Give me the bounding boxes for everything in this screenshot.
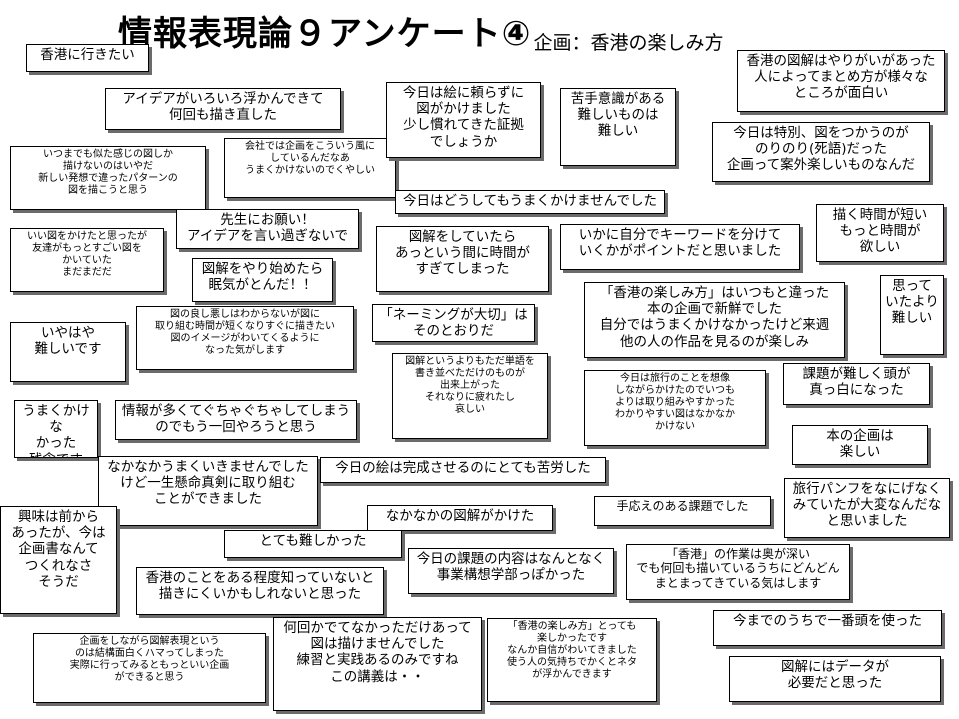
comment-card: 旅行パンフをなにげなく みていたが大変なんだな と思いました (784, 478, 950, 538)
comment-card: 「ネーミングが大切」は そのとおりだ (372, 304, 535, 342)
comment-card: いい図をかけたと思ったが 友達がもっとすごい図を かいていた まだまだだ (10, 228, 164, 292)
comment-card: 何回かでてなかっただけあって 図は描けませんでした 練習と実践あるのみですね こ… (273, 617, 482, 711)
comment-card: 図の良し悪しはわからないが図に 取り組む時間が短くなりすぐに描きたい 図のイメー… (136, 306, 354, 370)
comment-card: 香港に行きたい (26, 44, 149, 72)
comment-card: 会社では企画をこういう風に しているんだなあ うまくかけないのでくやしい (224, 138, 396, 198)
comment-card: 図解をしていたら あっという間に時間が すぎてしまった (376, 226, 549, 292)
comment-card: 香港のことをある程度知っていないと 描きにくいかもしれないと思った (136, 567, 384, 615)
comment-card: 描く時間が短い もっと時間が 欲しい (816, 204, 944, 262)
comment-card: なかなかの図解がかけた (367, 505, 553, 531)
comment-card: 図解にはデータが 必要だと思った (729, 656, 941, 702)
comment-card: 興味は前から あったが、今は 企画書なんて つくれなさ そうだ (0, 506, 117, 614)
comment-card: 「香港」の作業は奥が深い でも何回も描いているうちにどんどん まとまってきている… (626, 544, 850, 600)
comment-card: 課題が難しく頭が 真っ白になった (783, 363, 930, 405)
comment-card: 「香港の楽しみ方」はいつもと違った 本の企画で新鮮でした 自分ではうまくかけなか… (584, 282, 845, 358)
comment-card: 情報が多くてぐちゃぐちゃしてしまう のでもう一回やろうと思う (115, 400, 357, 440)
comment-card: 今日の課題の内容はなんとなく 事業構想学部っぽかった (408, 548, 614, 594)
comment-card: 今日の絵は完成させるのにとても苦労した (320, 457, 606, 483)
comment-card: なかなかうまくいきませんでした けど一生懸命真剣に取り組む ことができました (98, 456, 318, 526)
comment-card: 今日は絵に頼らずに 図がかけました 少し慣れてきた証拠 でしょうか (386, 82, 541, 158)
comment-card: 今日は特別、図をつかうのが のりのり(死語)だった 企画って案外楽しいものなんだ (712, 122, 930, 182)
comment-card: いやはや 難しいです (10, 322, 126, 382)
comment-card: 思って いたより 難しい (880, 275, 944, 355)
comment-card: 今日は旅行のことを想像 しながらかけたのでいつも よりは取り組みやすかった わか… (584, 370, 766, 446)
title-main: 情報表現論９アンケート④ (118, 14, 532, 54)
comment-card: いつまでも似た感じの図しか 描けないのはいやだ 新しい発想で違ったパターンの 図… (10, 146, 206, 210)
comment-card: 図解というよりもただ単語を 書き並べただけのものが 出来上がった それなりに疲れ… (392, 353, 548, 439)
title-subtitle: 企画：香港の楽しみ方 (533, 32, 724, 54)
comment-card: 図解をやり始めたら 眠気がとんだ！！ (192, 258, 333, 302)
comment-card: とても難しかった (224, 530, 402, 558)
comment-card: 先生にお願い！ アイデアを言い過ぎないで (176, 209, 359, 249)
comment-card: 今日はどうしてもうまくかけませんでした (395, 190, 665, 214)
comment-card: いかに自分でキーワードを分けて いくかがポイントだと思いました (560, 224, 800, 270)
comment-card: 企画をしながら図解表現という のは結構面白くハマってしまった 実際に行ってみると… (33, 633, 266, 703)
comment-card: アイデアがいろいろ浮かんできて 何回も描き直した (105, 88, 341, 130)
comment-card: 手応えのある課題でした (594, 496, 771, 526)
comment-card: うまくかけな かった 残念です (14, 400, 98, 458)
comment-card: 本の企画は 楽しい (792, 425, 928, 465)
comment-card: 「香港の楽しみ方」とっても 楽しかったです なんか自信がわいてきました 使う人の… (487, 618, 657, 702)
comment-card: 今までのうちで一番頭を使った (713, 610, 942, 646)
comment-card: 苦手意識がある 難しいものは 難しい (560, 88, 676, 166)
comment-card: 香港の図解はやりがいがあった 人によってまとめ方が様々な ところが面白い (737, 50, 945, 112)
